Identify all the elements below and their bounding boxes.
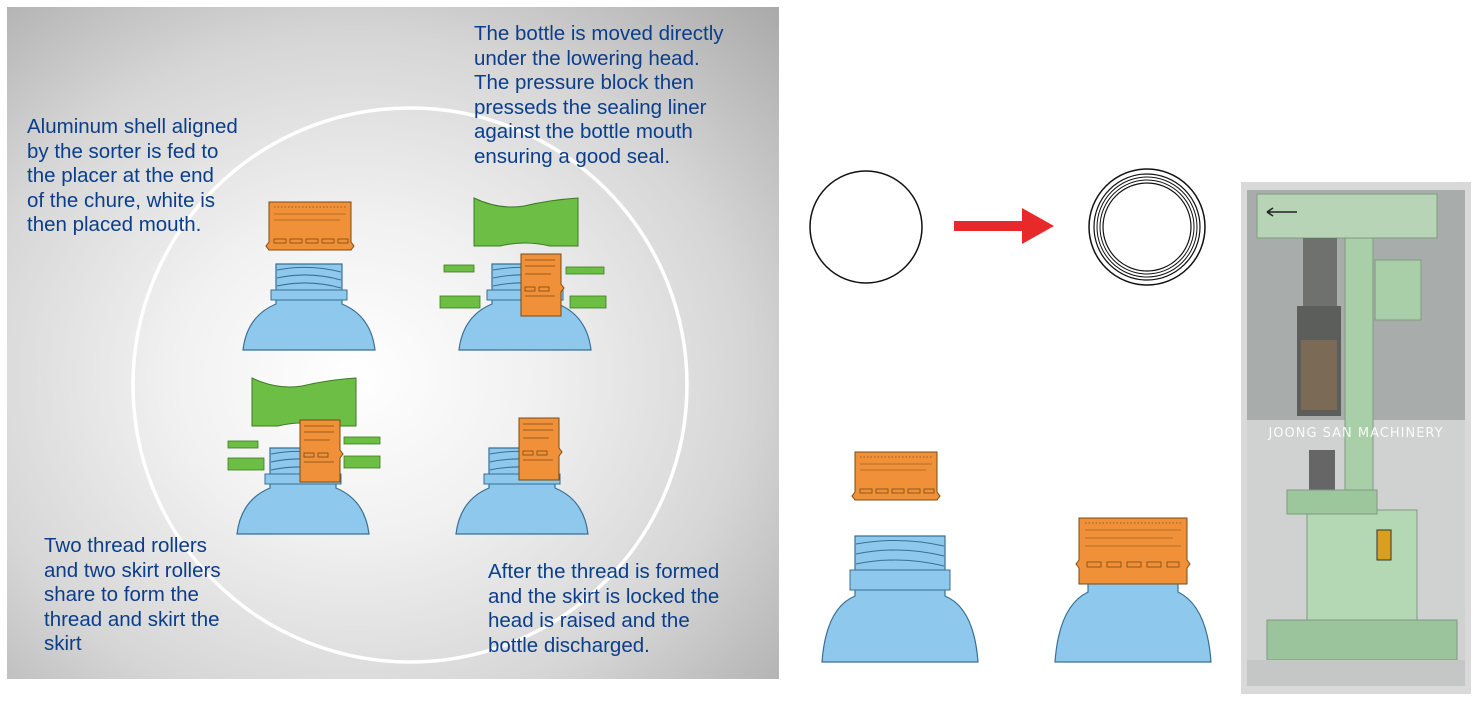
- thread-roller-left: [443, 264, 475, 273]
- capping-machine-illustration: [1247, 190, 1465, 686]
- step1-figure: [242, 201, 376, 351]
- step1-description: Aluminum shell aligned by the sorter is …: [27, 115, 238, 237]
- step2-description: The bottle is moved directly under the l…: [474, 22, 724, 168]
- process-ring: [131, 106, 689, 664]
- liner-before-circle: [809, 170, 923, 284]
- skirt-roller-right: [569, 295, 607, 309]
- red-arrow-icon: [954, 208, 1054, 244]
- machine-photo: JOONG SAN MACHINERY: [1241, 182, 1471, 694]
- step2-figure: [439, 197, 607, 351]
- step3-figure: [227, 377, 381, 535]
- step3-description: Two thread rollers and two skirt rollers…: [44, 534, 221, 656]
- photo-watermark: JOONG SAN MACHINERY: [1268, 426, 1444, 441]
- skirt-roller-left: [439, 295, 481, 309]
- bottle-after-capping: [1054, 517, 1212, 663]
- liner-after-circle: [1088, 168, 1206, 286]
- bottle-before-capping: [821, 451, 979, 663]
- step4-figure: [455, 417, 589, 535]
- thread-roller-right: [565, 266, 605, 275]
- step4-description: After the thread is formed and the skirt…: [488, 560, 720, 657]
